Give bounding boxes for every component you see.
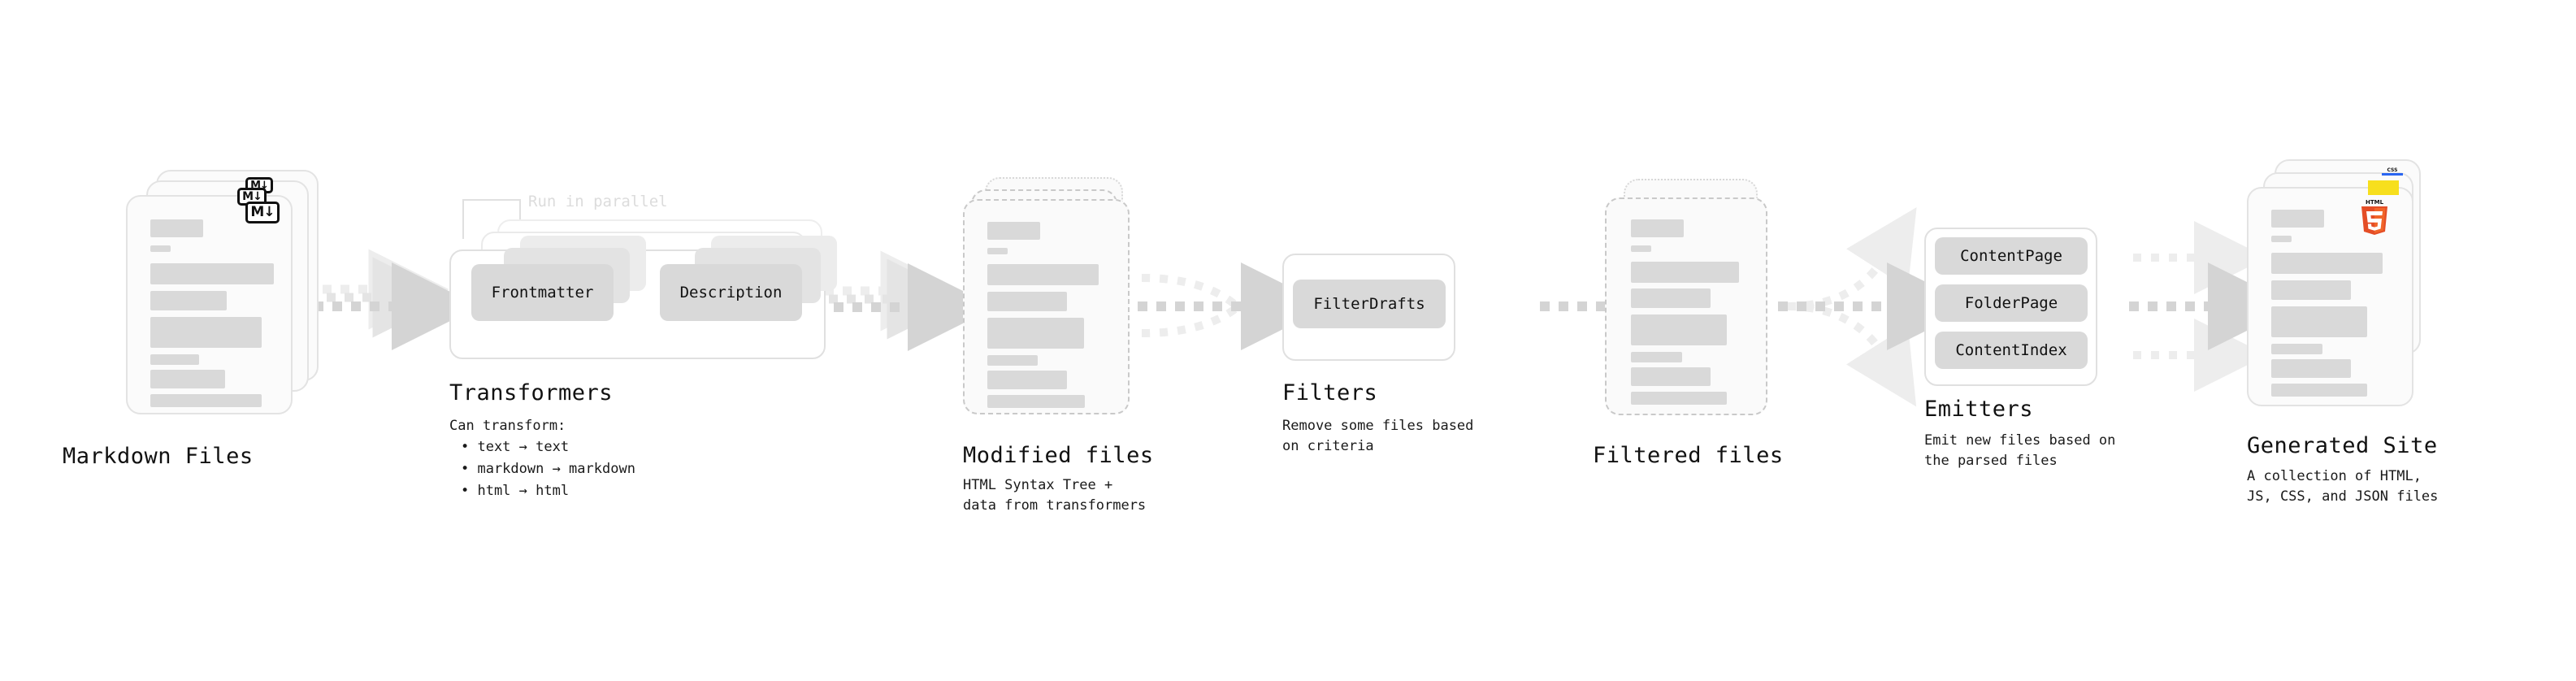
skeleton-bar: [1631, 219, 1684, 237]
filters-subtitle: Remove some files based on criteria: [1282, 418, 1474, 454]
markdown-icon-mid: M↓: [237, 188, 267, 206]
skeleton-bar: [150, 354, 199, 365]
generated-site-subtitle: A collection of HTML, JS, CSS, and JSON …: [2247, 468, 2439, 505]
svg-text:HTML: HTML: [2366, 199, 2384, 206]
skeleton-bar: [1631, 352, 1682, 362]
js-icon: [2368, 180, 2399, 195]
skeleton-bar: [2271, 210, 2324, 228]
skeleton-bar: [987, 395, 1085, 408]
stage-title-transformers: Transformers: [449, 380, 614, 406]
connector-emitters-to-site: [2129, 221, 2296, 392]
transformer-chip-description[interactable]: Description: [660, 264, 802, 321]
html5-icon: HTML: [2357, 197, 2392, 236]
stage-title-generated-site: Generated Site: [2247, 433, 2438, 458]
emitter-chip-contentpage[interactable]: ContentPage: [1935, 237, 2088, 275]
connector-filtered-to-emitters: [1778, 206, 1975, 407]
svg-text:CSS: CSS: [2387, 167, 2398, 173]
connector-transformers-to-modified: [825, 250, 995, 351]
transformers-bullet-text: • text → text: [461, 439, 570, 455]
skeleton-bar: [1631, 392, 1727, 405]
skeleton-bar: [987, 222, 1040, 240]
filtered-file-sheet-front: [1605, 197, 1767, 415]
modified-file-sheet-front: [963, 199, 1130, 414]
skeleton-bar: [2271, 280, 2351, 300]
stage-title-filters: Filters: [1282, 380, 1378, 406]
skeleton-bar: [2271, 253, 2383, 274]
skeleton-bar: [1631, 262, 1739, 283]
markdown-icon-front: M↓: [245, 202, 280, 223]
skeleton-bar: [2271, 344, 2322, 354]
skeleton-bar: [150, 219, 203, 237]
skeleton-bar: [150, 245, 171, 252]
skeleton-bar: [2271, 384, 2367, 397]
css-icon: CSS: [2379, 165, 2406, 176]
skeleton-bar: [150, 291, 227, 310]
skeleton-bar: [1631, 245, 1651, 252]
connector-markdown-to-transformers: [305, 249, 479, 350]
skeleton-bar: [2271, 359, 2351, 378]
skeleton-bar: [2271, 306, 2367, 337]
skeleton-bar: [987, 248, 1008, 254]
stage-title-filtered-files: Filtered files: [1593, 443, 1784, 468]
stage-title-markdown-files: Markdown Files: [63, 444, 254, 469]
skeleton-bar: [987, 318, 1084, 349]
skeleton-bar: [2271, 236, 2292, 242]
modified-files-subtitle: HTML Syntax Tree + data from transformer…: [963, 477, 1147, 514]
skeleton-bar: [150, 394, 262, 407]
skeleton-bar: [150, 370, 225, 388]
emitters-subtitle: Emit new files based on the parsed files: [1924, 432, 2116, 469]
transformers-bullet-markdown: • markdown → markdown: [461, 461, 635, 477]
skeleton-bar: [987, 355, 1038, 366]
markdown-file-sheet-front: [126, 195, 293, 414]
skeleton-bar: [987, 371, 1067, 389]
skeleton-bar: [987, 292, 1067, 311]
skeleton-bar: [150, 263, 274, 284]
transformers-bullet-html: • html → html: [461, 483, 570, 499]
skeleton-bar: [1631, 367, 1711, 386]
transformers-subtitle: Can transform:: [449, 418, 566, 434]
connector-modified-to-filters: [1138, 262, 1329, 350]
skeleton-bar: [1631, 288, 1711, 308]
stage-title-modified-files: Modified files: [963, 443, 1154, 468]
emitter-chip-folderpage[interactable]: FolderPage: [1935, 284, 2088, 322]
filter-chip-filterdrafts[interactable]: FilterDrafts: [1293, 280, 1446, 328]
transformer-chip-frontmatter[interactable]: Frontmatter: [471, 264, 614, 321]
skeleton-bar: [1631, 314, 1727, 345]
skeleton-bar: [150, 317, 262, 348]
emitter-chip-contentindex[interactable]: ContentIndex: [1935, 332, 2088, 369]
skeleton-bar: [987, 264, 1099, 285]
run-in-parallel-label: Run in parallel: [528, 193, 668, 210]
stage-title-emitters: Emitters: [1924, 397, 2034, 422]
